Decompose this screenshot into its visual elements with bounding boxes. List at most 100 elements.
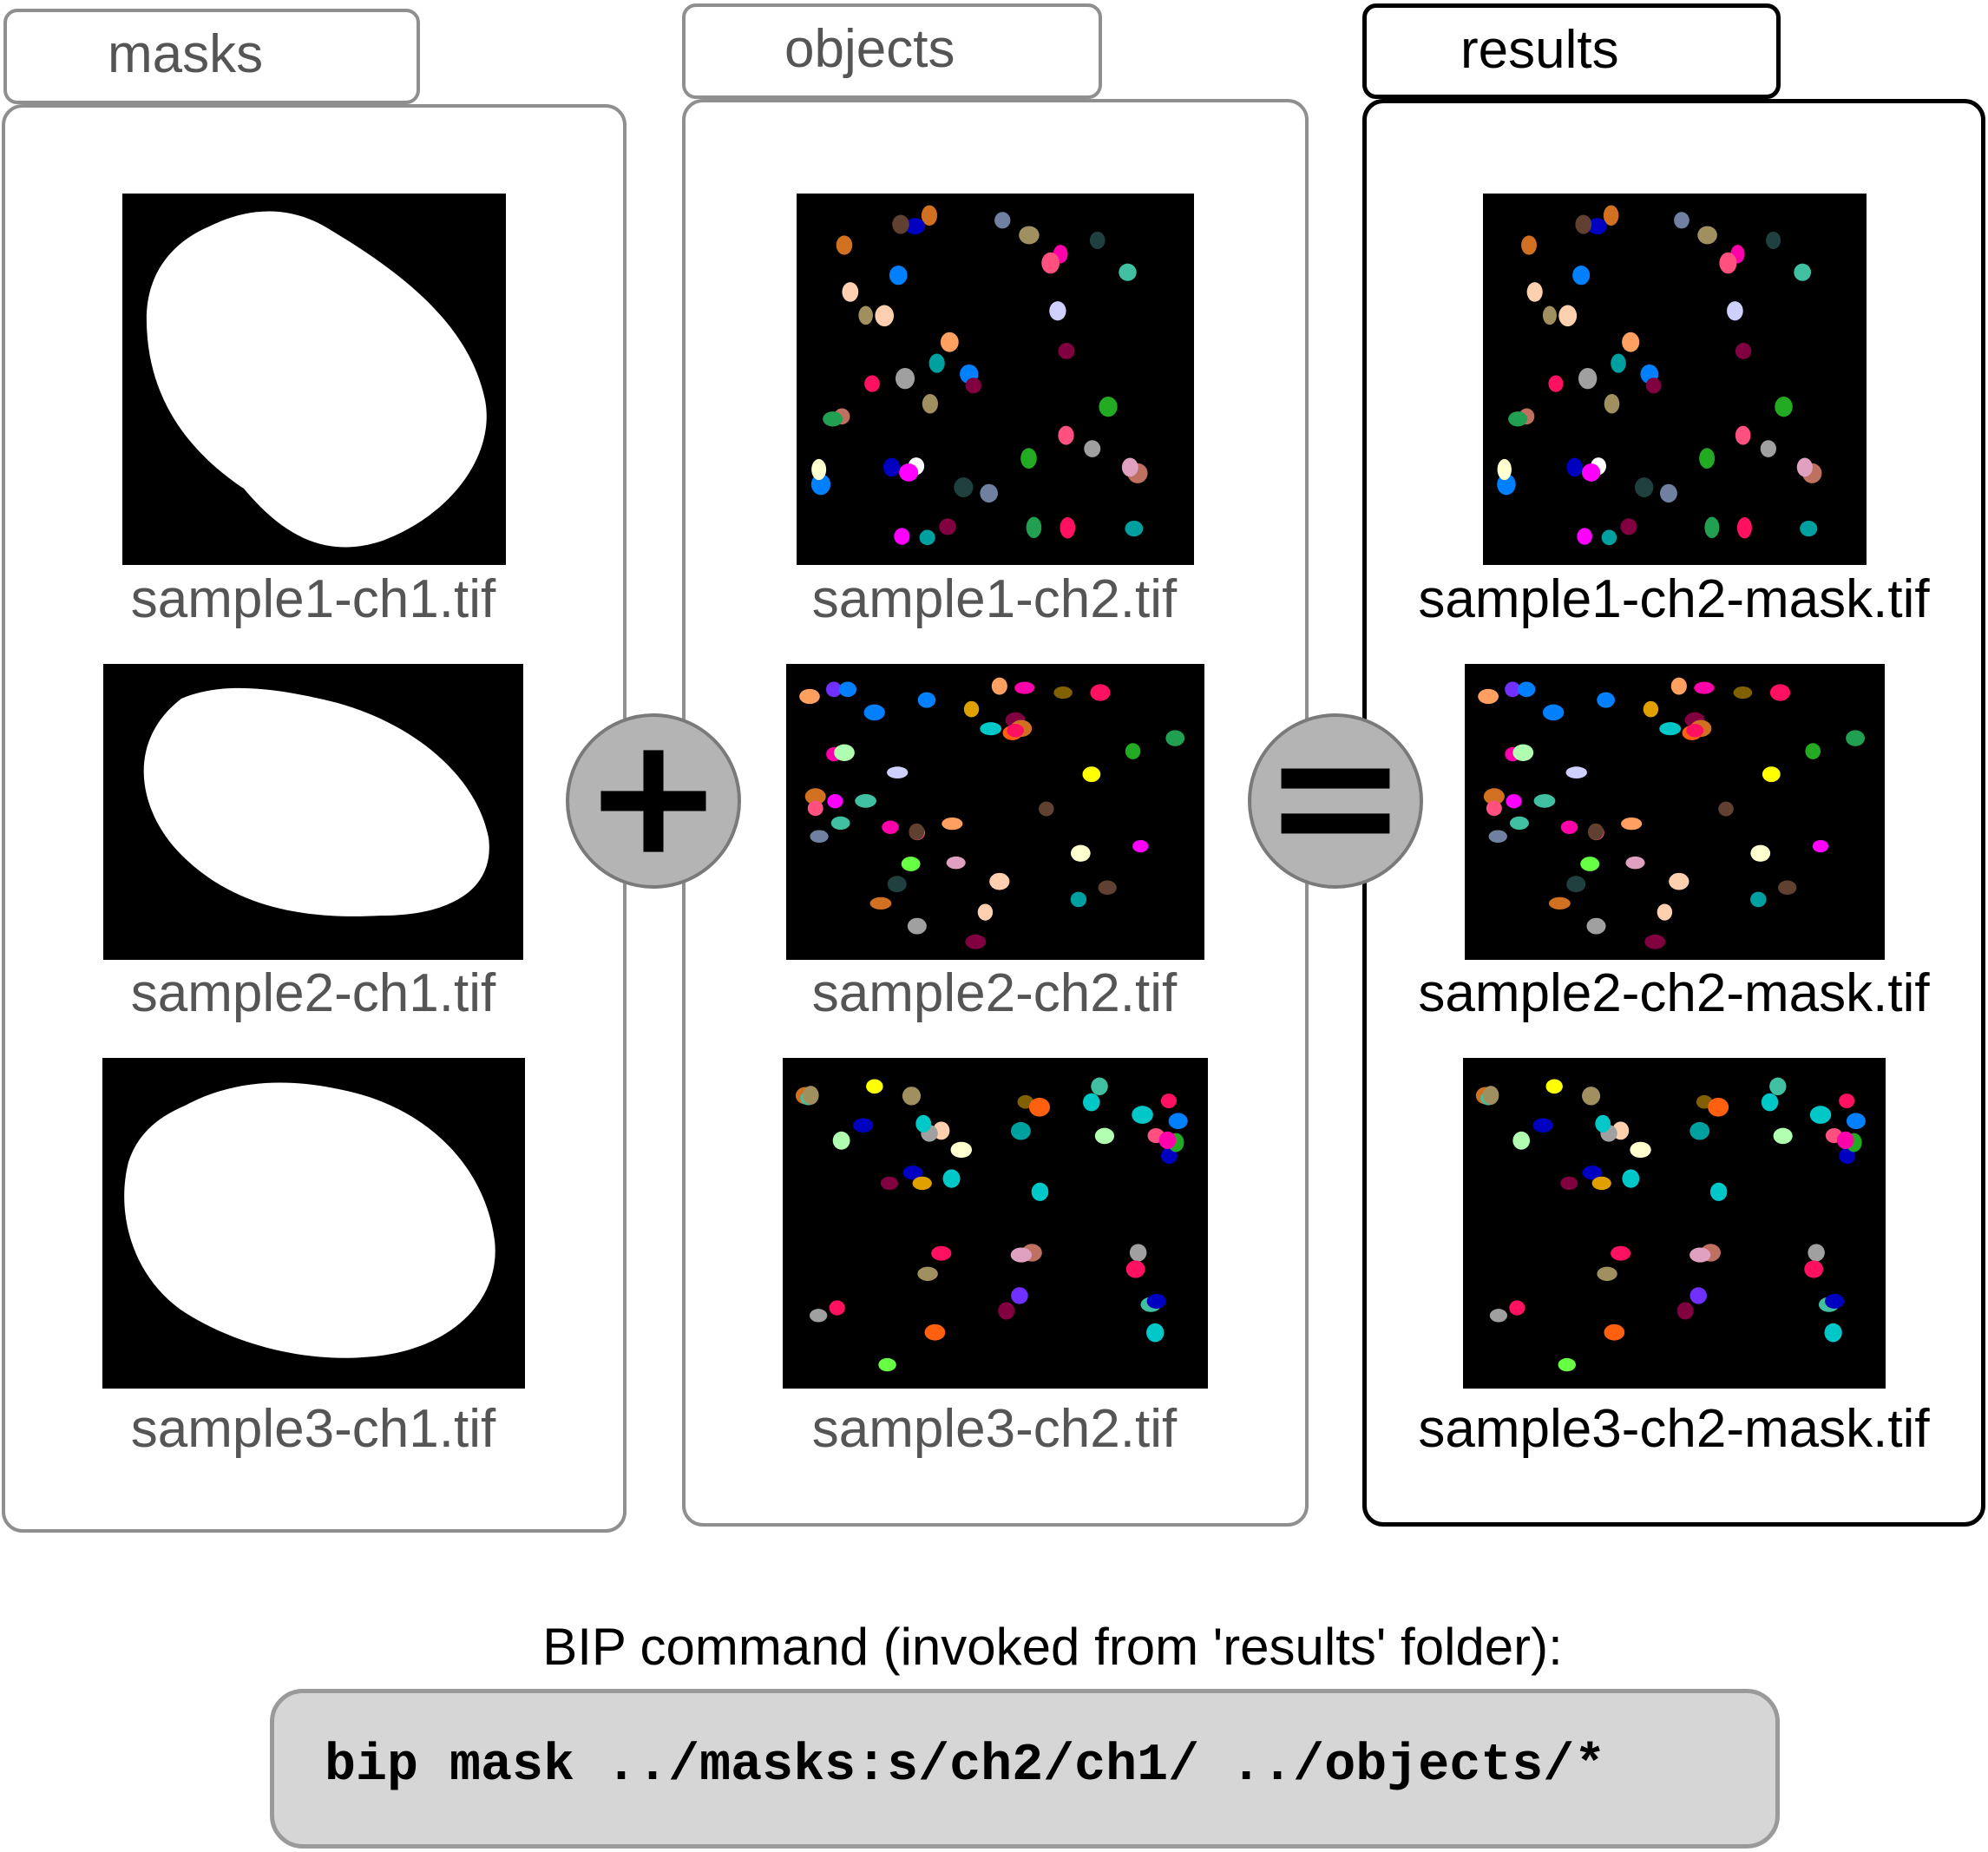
object-blob <box>829 1300 845 1316</box>
object-blob <box>830 816 850 831</box>
object-blob <box>1674 212 1689 229</box>
object-blob <box>827 794 843 809</box>
object-blob <box>1704 516 1720 539</box>
object-blob <box>1846 1113 1866 1130</box>
object-blob <box>810 1309 828 1323</box>
object-blob <box>1587 218 1607 235</box>
object-blob <box>863 704 885 721</box>
object-blob <box>1620 518 1637 535</box>
object-blob <box>1121 457 1138 477</box>
object-blob <box>864 375 880 392</box>
object-blob <box>1676 1302 1694 1320</box>
object-blob <box>832 1131 850 1150</box>
object-blob <box>810 830 829 844</box>
object-blob <box>919 529 935 546</box>
object-blob <box>1824 1323 1842 1343</box>
object-blob <box>1689 1247 1711 1263</box>
object-blob <box>1119 263 1137 281</box>
object-blob <box>1532 1118 1553 1133</box>
object-blob <box>1512 1131 1531 1150</box>
object-blob <box>1800 520 1818 537</box>
object-blob <box>1026 516 1042 539</box>
object-blob <box>1750 891 1767 908</box>
object-blob <box>1582 1166 1603 1180</box>
object-blob <box>875 305 895 327</box>
object-blob <box>1588 823 1604 840</box>
results-caption-sample3: sample3-ch2-mask.tif <box>1418 1399 1930 1459</box>
object-blob <box>1506 794 1522 809</box>
object-blob <box>942 817 963 831</box>
object-blob <box>1804 1260 1824 1278</box>
object-blob <box>1586 917 1606 935</box>
object-blob <box>991 677 1007 695</box>
object-blob <box>1572 266 1591 286</box>
object-blob <box>1839 1093 1855 1108</box>
object-blob <box>1694 681 1715 694</box>
object-blob <box>1659 722 1682 736</box>
object-blob <box>902 1166 923 1180</box>
object-blob <box>1521 235 1538 255</box>
object-blob <box>1542 305 1557 325</box>
object-blob <box>1486 800 1502 817</box>
labeled-objects-graphic <box>799 677 1185 949</box>
object-blob <box>1645 378 1662 394</box>
object-blob <box>994 212 1011 229</box>
command-box: bip mask ../masks:s/ch2/ch1/ ../objects/… <box>270 1689 1780 1849</box>
object-blob <box>1697 226 1717 245</box>
object-blob <box>1165 730 1185 746</box>
object-blob <box>902 1087 922 1106</box>
object-blob <box>1718 801 1734 817</box>
object-blob <box>1769 1077 1787 1095</box>
object-blob <box>909 823 925 840</box>
objects-caption-sample2: sample2-ch2.tif <box>811 963 1178 1023</box>
object-blob <box>855 794 876 808</box>
object-blob <box>882 820 899 834</box>
object-blob <box>1762 766 1781 783</box>
objects-folder-tab: objects <box>682 3 1102 99</box>
object-blob <box>1630 1141 1651 1159</box>
results-folder-label: results <box>1460 20 1619 80</box>
object-blob <box>1689 1121 1710 1140</box>
object-blob <box>1533 794 1556 808</box>
object-blob <box>942 1169 961 1188</box>
object-blob <box>939 518 956 535</box>
object-blob <box>1719 252 1737 274</box>
object-blob <box>1689 1287 1707 1304</box>
object-blob <box>1766 231 1781 249</box>
object-blob <box>1099 397 1118 417</box>
masks-folder-tab: masks <box>3 9 420 104</box>
object-blob <box>1581 463 1601 482</box>
object-blob <box>1809 1106 1832 1124</box>
object-blob <box>1644 934 1666 949</box>
object-blob <box>1508 411 1528 427</box>
object-blob <box>917 692 936 708</box>
object-blob <box>825 681 842 698</box>
object-blob <box>1509 1300 1525 1316</box>
object-blob <box>1699 448 1716 470</box>
object-blob <box>1545 1079 1563 1094</box>
mask-image-sample1 <box>122 194 506 565</box>
object-blob <box>1488 830 1507 844</box>
object-blob <box>1659 483 1677 503</box>
object-blob <box>1483 788 1505 805</box>
object-blob <box>1039 801 1054 817</box>
object-blob <box>954 477 974 497</box>
object-blob <box>1125 743 1141 759</box>
object-blob <box>1597 1266 1617 1281</box>
object-blob <box>1058 343 1075 359</box>
object-blob <box>1775 397 1793 417</box>
object-blob <box>950 1141 973 1159</box>
object-blob <box>803 1086 819 1105</box>
object-blob <box>921 205 938 227</box>
object-blob <box>894 528 910 545</box>
mask-image-sample2 <box>103 664 523 960</box>
object-blob <box>842 282 859 302</box>
object-blob <box>1773 1127 1793 1145</box>
object-blob <box>1168 1113 1188 1130</box>
object-blob <box>977 903 994 921</box>
object-blob <box>915 1114 932 1133</box>
object-blob <box>1489 1309 1507 1323</box>
object-blob <box>1769 684 1791 701</box>
object-blob <box>1736 516 1752 539</box>
object-blob <box>1582 1087 1601 1106</box>
